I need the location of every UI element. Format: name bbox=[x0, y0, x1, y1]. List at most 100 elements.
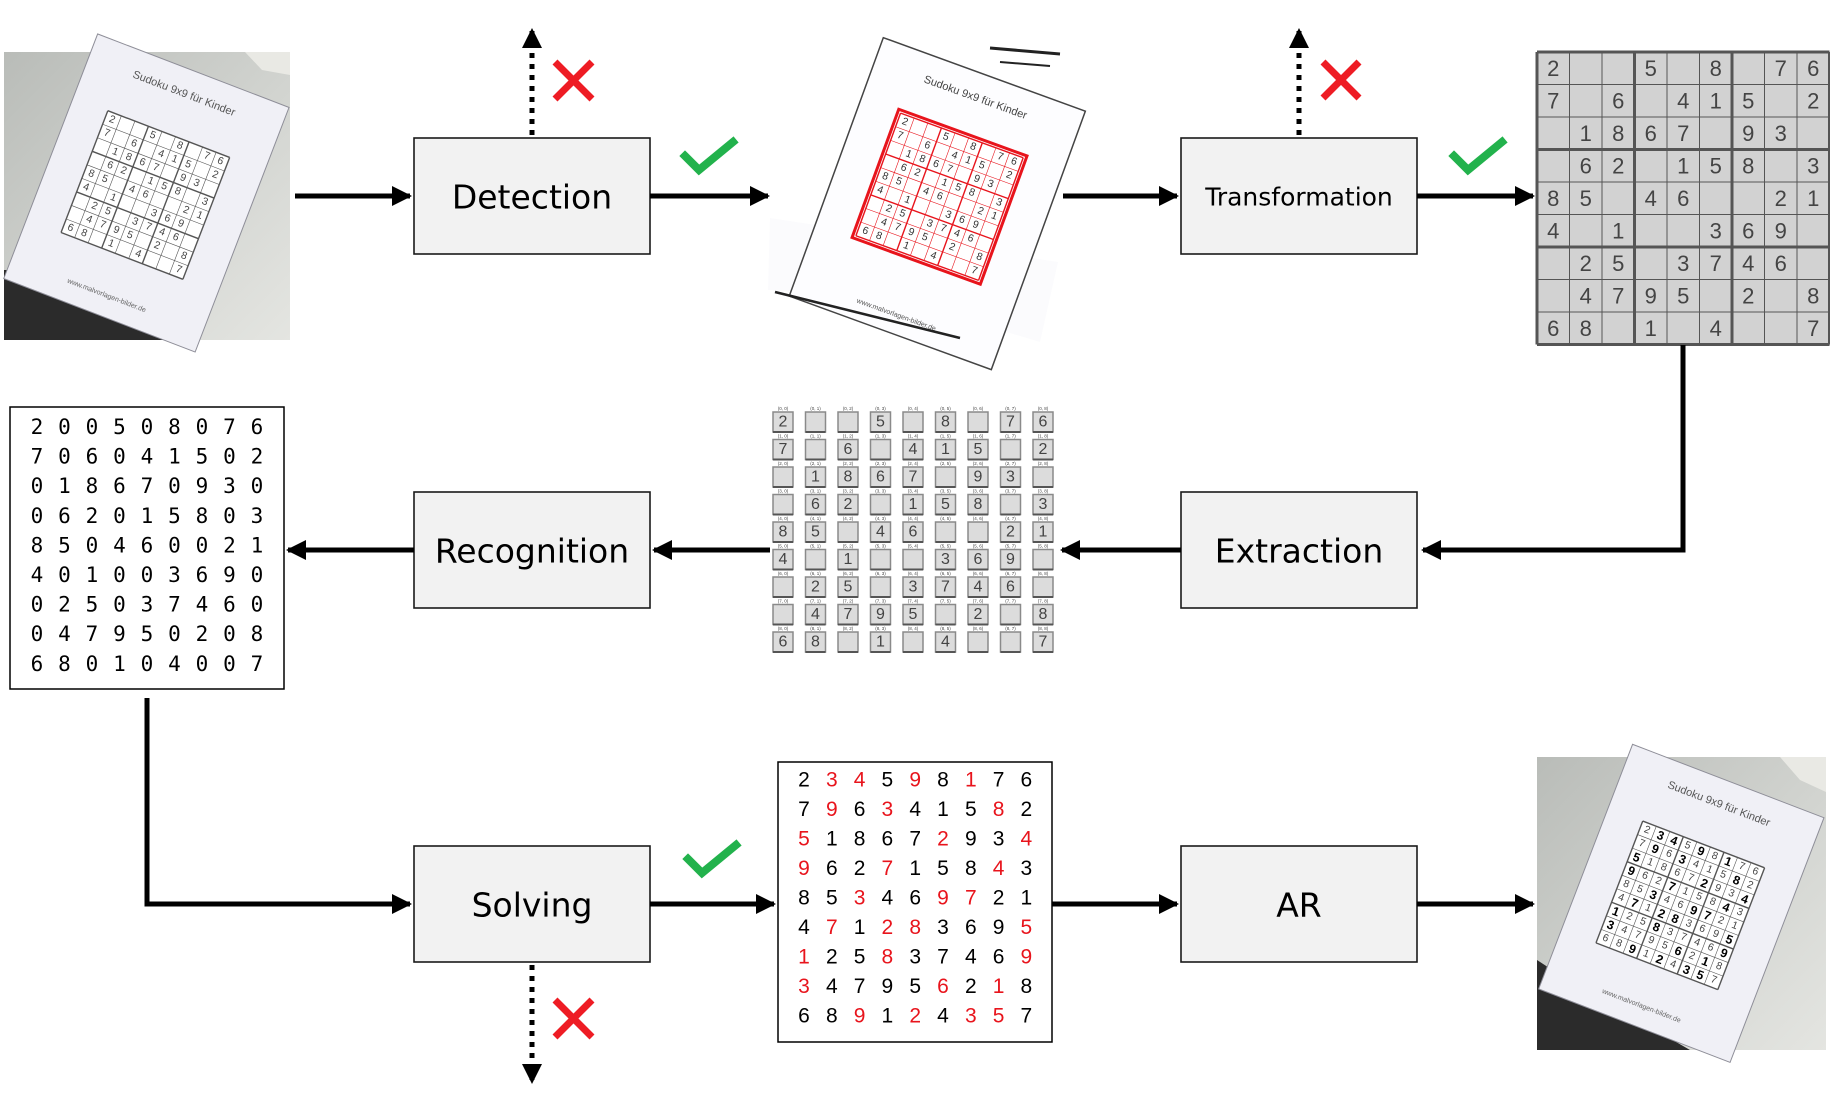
solution-digit: 8 bbox=[965, 857, 977, 880]
cell-digit: 5 bbox=[941, 131, 950, 143]
solution-digit: 9 bbox=[909, 769, 921, 792]
cell-digit: 6 bbox=[1580, 153, 1592, 178]
cell-digit: 4 bbox=[196, 593, 209, 617]
cell-digit: 7 bbox=[1807, 316, 1819, 341]
cell-digit: 5 bbox=[1612, 251, 1624, 276]
cell-index: (4, 3) bbox=[875, 516, 886, 521]
cell-index: (2, 0) bbox=[778, 461, 789, 466]
cell-digit: 8 bbox=[175, 140, 185, 152]
cell-digit: 1 bbox=[903, 194, 912, 206]
cell-digit: 5 bbox=[1718, 869, 1728, 881]
solution-digit: 9 bbox=[1021, 946, 1033, 969]
cell-digit: 4 bbox=[1662, 894, 1672, 906]
cell-digit: 6 bbox=[966, 233, 975, 245]
cell-digit: 6 bbox=[779, 634, 788, 651]
cell-index: (2, 5) bbox=[940, 461, 951, 466]
cell-digit: 8 bbox=[1807, 283, 1819, 308]
cell-index: (3, 3) bbox=[875, 489, 886, 494]
overlay-digit: 4 bbox=[1739, 891, 1751, 907]
cell-digit: 6 bbox=[1742, 218, 1754, 243]
cell-index: (3, 7) bbox=[1005, 489, 1016, 494]
cell-digit: 8 bbox=[1710, 850, 1720, 862]
cell-digit: 6 bbox=[1677, 186, 1689, 211]
cell-digit: 0 bbox=[31, 622, 44, 646]
solution-digit: 2 bbox=[993, 887, 1005, 910]
solution-digit: 2 bbox=[937, 828, 949, 851]
cell-digit: 4 bbox=[909, 441, 918, 458]
cell-digit: 7 bbox=[102, 127, 112, 139]
cell-digit: 4 bbox=[929, 250, 938, 262]
solution-digit: 7 bbox=[993, 769, 1005, 792]
cell-digit: 9 bbox=[1006, 551, 1015, 568]
cell-digit: 0 bbox=[58, 445, 71, 469]
cell-digit: 1 bbox=[844, 551, 853, 568]
cell-digit: 9 bbox=[876, 606, 885, 623]
cell-digit: 5 bbox=[1635, 884, 1645, 896]
cell-digit: 1 bbox=[1645, 857, 1655, 869]
cell-digit: 0 bbox=[168, 474, 181, 498]
cell-digit: 6 bbox=[1706, 942, 1716, 954]
cell-digit: 4 bbox=[1691, 859, 1701, 871]
overlay-digit: 1 bbox=[1700, 954, 1712, 970]
cell-digit: 3 bbox=[1677, 251, 1689, 276]
cell-index: (0, 4) bbox=[908, 406, 919, 411]
cell-index: (0, 3) bbox=[875, 406, 886, 411]
cell-digit: 1 bbox=[901, 240, 910, 252]
cell-digit: 4 bbox=[157, 226, 167, 238]
cell-digit: 0 bbox=[141, 415, 154, 439]
cell-digit: 1 bbox=[1681, 886, 1691, 898]
cell-index: (1, 7) bbox=[1005, 434, 1016, 439]
solution-digit: 8 bbox=[826, 1005, 838, 1028]
solution-digit: 3 bbox=[937, 916, 949, 939]
cell-digit: 7 bbox=[1637, 838, 1647, 850]
cell-digit: 4 bbox=[1580, 283, 1592, 308]
cell-digit: 6 bbox=[1775, 251, 1787, 276]
cell-digit: 1 bbox=[909, 496, 918, 513]
cell-index: (2, 7) bbox=[1005, 461, 1016, 466]
cell-index: (4, 1) bbox=[810, 516, 821, 521]
cell-digit: 4 bbox=[811, 606, 820, 623]
cell-index: (4, 0) bbox=[778, 516, 789, 521]
solution-digit: 9 bbox=[826, 798, 838, 821]
cell-digit: 7 bbox=[98, 219, 108, 231]
cell-tile bbox=[967, 411, 989, 433]
cell-digit: 9 bbox=[178, 172, 188, 184]
cell-digit: 6 bbox=[141, 533, 154, 557]
cell-digit: 3 bbox=[1807, 153, 1819, 178]
overlay-digit: 5 bbox=[1694, 967, 1706, 983]
cell-digit: 0 bbox=[251, 474, 264, 498]
cell-digit: 5 bbox=[196, 445, 209, 469]
cell-digit: 1 bbox=[963, 155, 972, 167]
cell-digit: 6 bbox=[1039, 414, 1048, 431]
cell-digit: 3 bbox=[141, 593, 154, 617]
cell-digit: 5 bbox=[909, 606, 918, 623]
cell-digit: 8 bbox=[58, 652, 71, 676]
cell-digit: 2 bbox=[251, 445, 264, 469]
cell-digit: 6 bbox=[1807, 56, 1819, 81]
cell-tile bbox=[1032, 548, 1054, 571]
cell-digit: 5 bbox=[844, 579, 853, 596]
cell-digit: 8 bbox=[1039, 606, 1048, 623]
cell-digit: 8 bbox=[974, 496, 983, 513]
cell-digit: 2 bbox=[1004, 170, 1013, 182]
cell-digit: 8 bbox=[1742, 153, 1754, 178]
solution-digit: 1 bbox=[882, 1005, 894, 1028]
cell-digit: 0 bbox=[251, 563, 264, 587]
cell-digit: 7 bbox=[939, 223, 948, 235]
cell-digit: 1 bbox=[1710, 88, 1722, 113]
overlay-digit: 9 bbox=[1695, 843, 1707, 859]
cell-index: (5, 1) bbox=[810, 544, 821, 549]
cell-index: (1, 8) bbox=[1038, 434, 1049, 439]
cell-tile bbox=[837, 411, 859, 433]
solution-digit: 3 bbox=[965, 1005, 977, 1028]
cell-digit: 2 bbox=[210, 169, 220, 181]
cell-tile bbox=[772, 466, 794, 488]
cell-digit: 6 bbox=[171, 231, 181, 243]
cell-digit: 2 bbox=[223, 533, 236, 557]
cell-digit: 3 bbox=[223, 474, 236, 498]
cell-digit: 4 bbox=[1547, 218, 1559, 243]
